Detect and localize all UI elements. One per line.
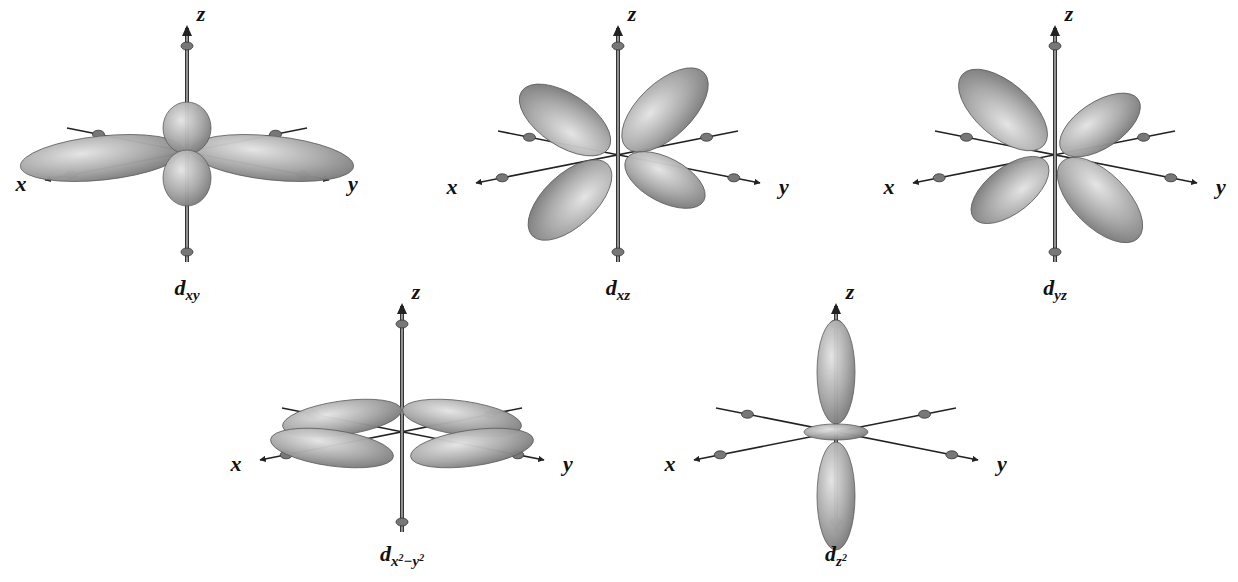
orbital-name: dz2 [825,543,847,569]
orbital-panel [694,303,978,550]
orbital-lobe [163,150,211,206]
axis-bead [946,451,958,459]
axis-arrowhead [397,303,407,314]
axis-label: x [665,453,676,475]
orbital-lobe [804,424,868,440]
axis-arrowhead [831,303,841,314]
orbital-panel [476,25,760,262]
z-axis-core [1054,32,1055,262]
orbital-panel [260,303,544,532]
axis-label: y [563,453,573,475]
axis-bead [1138,133,1150,141]
axis-bead [1049,42,1061,50]
z-axis-core [401,310,402,532]
orbital-lobe [408,422,536,475]
orbital-lobe [817,320,855,424]
axis-label: x [16,173,27,195]
orbital-lobe [1043,143,1158,258]
orbital-panel [913,25,1197,262]
axis-arrowhead [1050,25,1060,36]
z-axis [616,28,620,262]
axis-arrowhead [613,25,623,36]
axis-label: y [997,453,1007,475]
axis-label: z [628,3,637,25]
axis-bead [1049,248,1061,256]
axis-label: x [884,176,895,198]
axis-arrowhead [182,25,192,36]
orbital-lobe [188,128,356,189]
orbital-lobe [616,140,714,220]
axis-label: y [348,173,358,195]
axis-label: y [1216,176,1226,198]
axis-bead [728,174,740,182]
orbital-lobe [960,144,1061,237]
orbital-name: dxy [174,277,199,303]
axis-bead [181,42,193,50]
axis-bead [523,133,535,141]
axis-bead [612,248,624,256]
axis-bead [496,174,508,182]
axis-bead [960,133,972,141]
z-axis [400,306,404,532]
axis-bead [396,518,408,526]
z-axis-core [617,32,618,262]
axis-label: z [1065,3,1074,25]
orbital-lobe [1049,80,1151,169]
orbital-lobe [944,54,1061,166]
axis-label: y [779,176,789,198]
axis-bead [933,174,945,182]
orbital-lobe [514,145,625,254]
axis-bead [701,133,713,141]
orbital-lobe [18,128,186,189]
axis-bead [612,42,624,50]
orbital-lobe [507,70,622,171]
axis-label: z [197,3,206,25]
orbital-name: dx2−y2 [380,543,424,569]
orbital-lobe [817,442,855,550]
axis-bead [714,451,726,459]
axis-bead [181,248,193,256]
axis-bead [396,320,408,328]
axis-label: z [846,281,855,303]
orbital-lobe [607,53,722,167]
axis-bead [919,410,931,418]
orbital-panel [18,25,356,262]
axis-bead [741,410,753,418]
axis-label: z [412,281,421,303]
z-axis [1053,28,1057,262]
axis-label: x [231,453,242,475]
orbital-lobe [268,422,396,475]
axis-bead [1165,174,1177,182]
orbital-name: dxz [606,277,630,303]
orbital-name: dyz [1043,277,1067,303]
orbital-lobe [163,102,211,154]
axis-label: x [447,176,458,198]
